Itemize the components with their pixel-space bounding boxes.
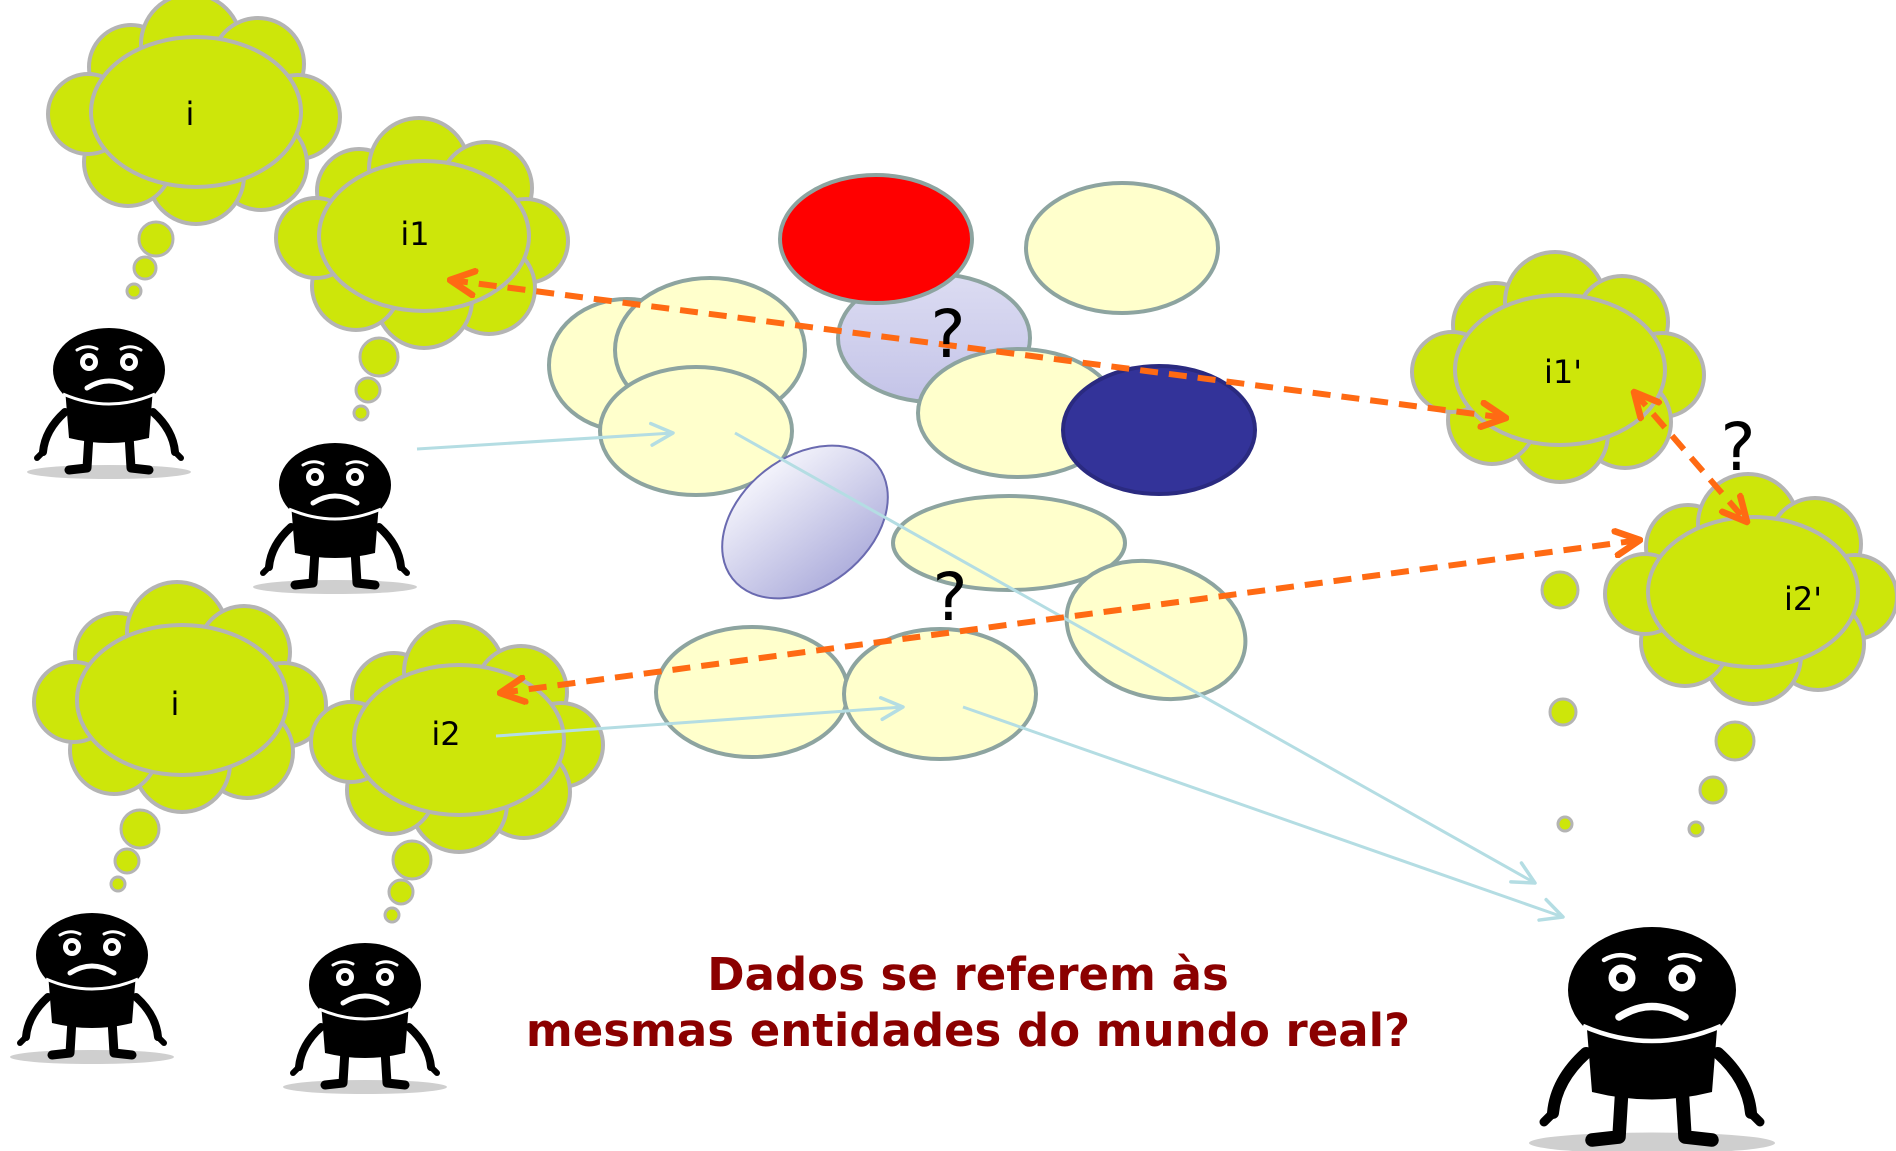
worried-person-icon-large [1529, 927, 1775, 1151]
pale-ellipse [1024, 181, 1220, 315]
worried-person-icon [27, 328, 191, 479]
worried-person-icon [253, 443, 417, 594]
caption-line-1: Dados se referem às [707, 948, 1229, 1001]
reference-arrow [962, 705, 1565, 922]
worried-person-icon [10, 913, 174, 1064]
pale-ellipse [654, 625, 850, 759]
question-mark-center-bottom: ? [932, 559, 967, 636]
reference-arrow [734, 431, 1537, 885]
cloud-label-i1: i1 [400, 215, 429, 253]
cloud-label-i1-prime: i1' [1544, 353, 1582, 391]
reference-arrow [495, 696, 905, 738]
cloud-label-i-bottom: i [171, 685, 180, 723]
dashed-arrow-i1-to-i1-prime [450, 280, 1506, 418]
caption-line-2: mesmas entidades do mundo real? [526, 1004, 1410, 1057]
reference-arrow [416, 421, 675, 451]
correspondence-arrows [450, 280, 1747, 693]
worried-person-icon [283, 943, 447, 1094]
cloud-right-bottom [1603, 472, 1896, 706]
cloud-label-i-top: i [186, 95, 195, 133]
pale-ellipse [842, 627, 1038, 761]
question-mark-center-top: ? [930, 296, 965, 373]
cloud-bottom-left-back [32, 580, 328, 814]
question-mark-right: ? [1720, 409, 1755, 486]
dashed-arrow-i2-to-i2-prime [500, 540, 1640, 693]
navy-ellipse [1061, 364, 1257, 496]
thought-bubbles [109, 220, 1756, 924]
red-ellipse [778, 173, 974, 305]
cloud-label-i2-prime: i2' [1784, 580, 1822, 618]
cloud-label-i2: i2 [431, 715, 460, 753]
